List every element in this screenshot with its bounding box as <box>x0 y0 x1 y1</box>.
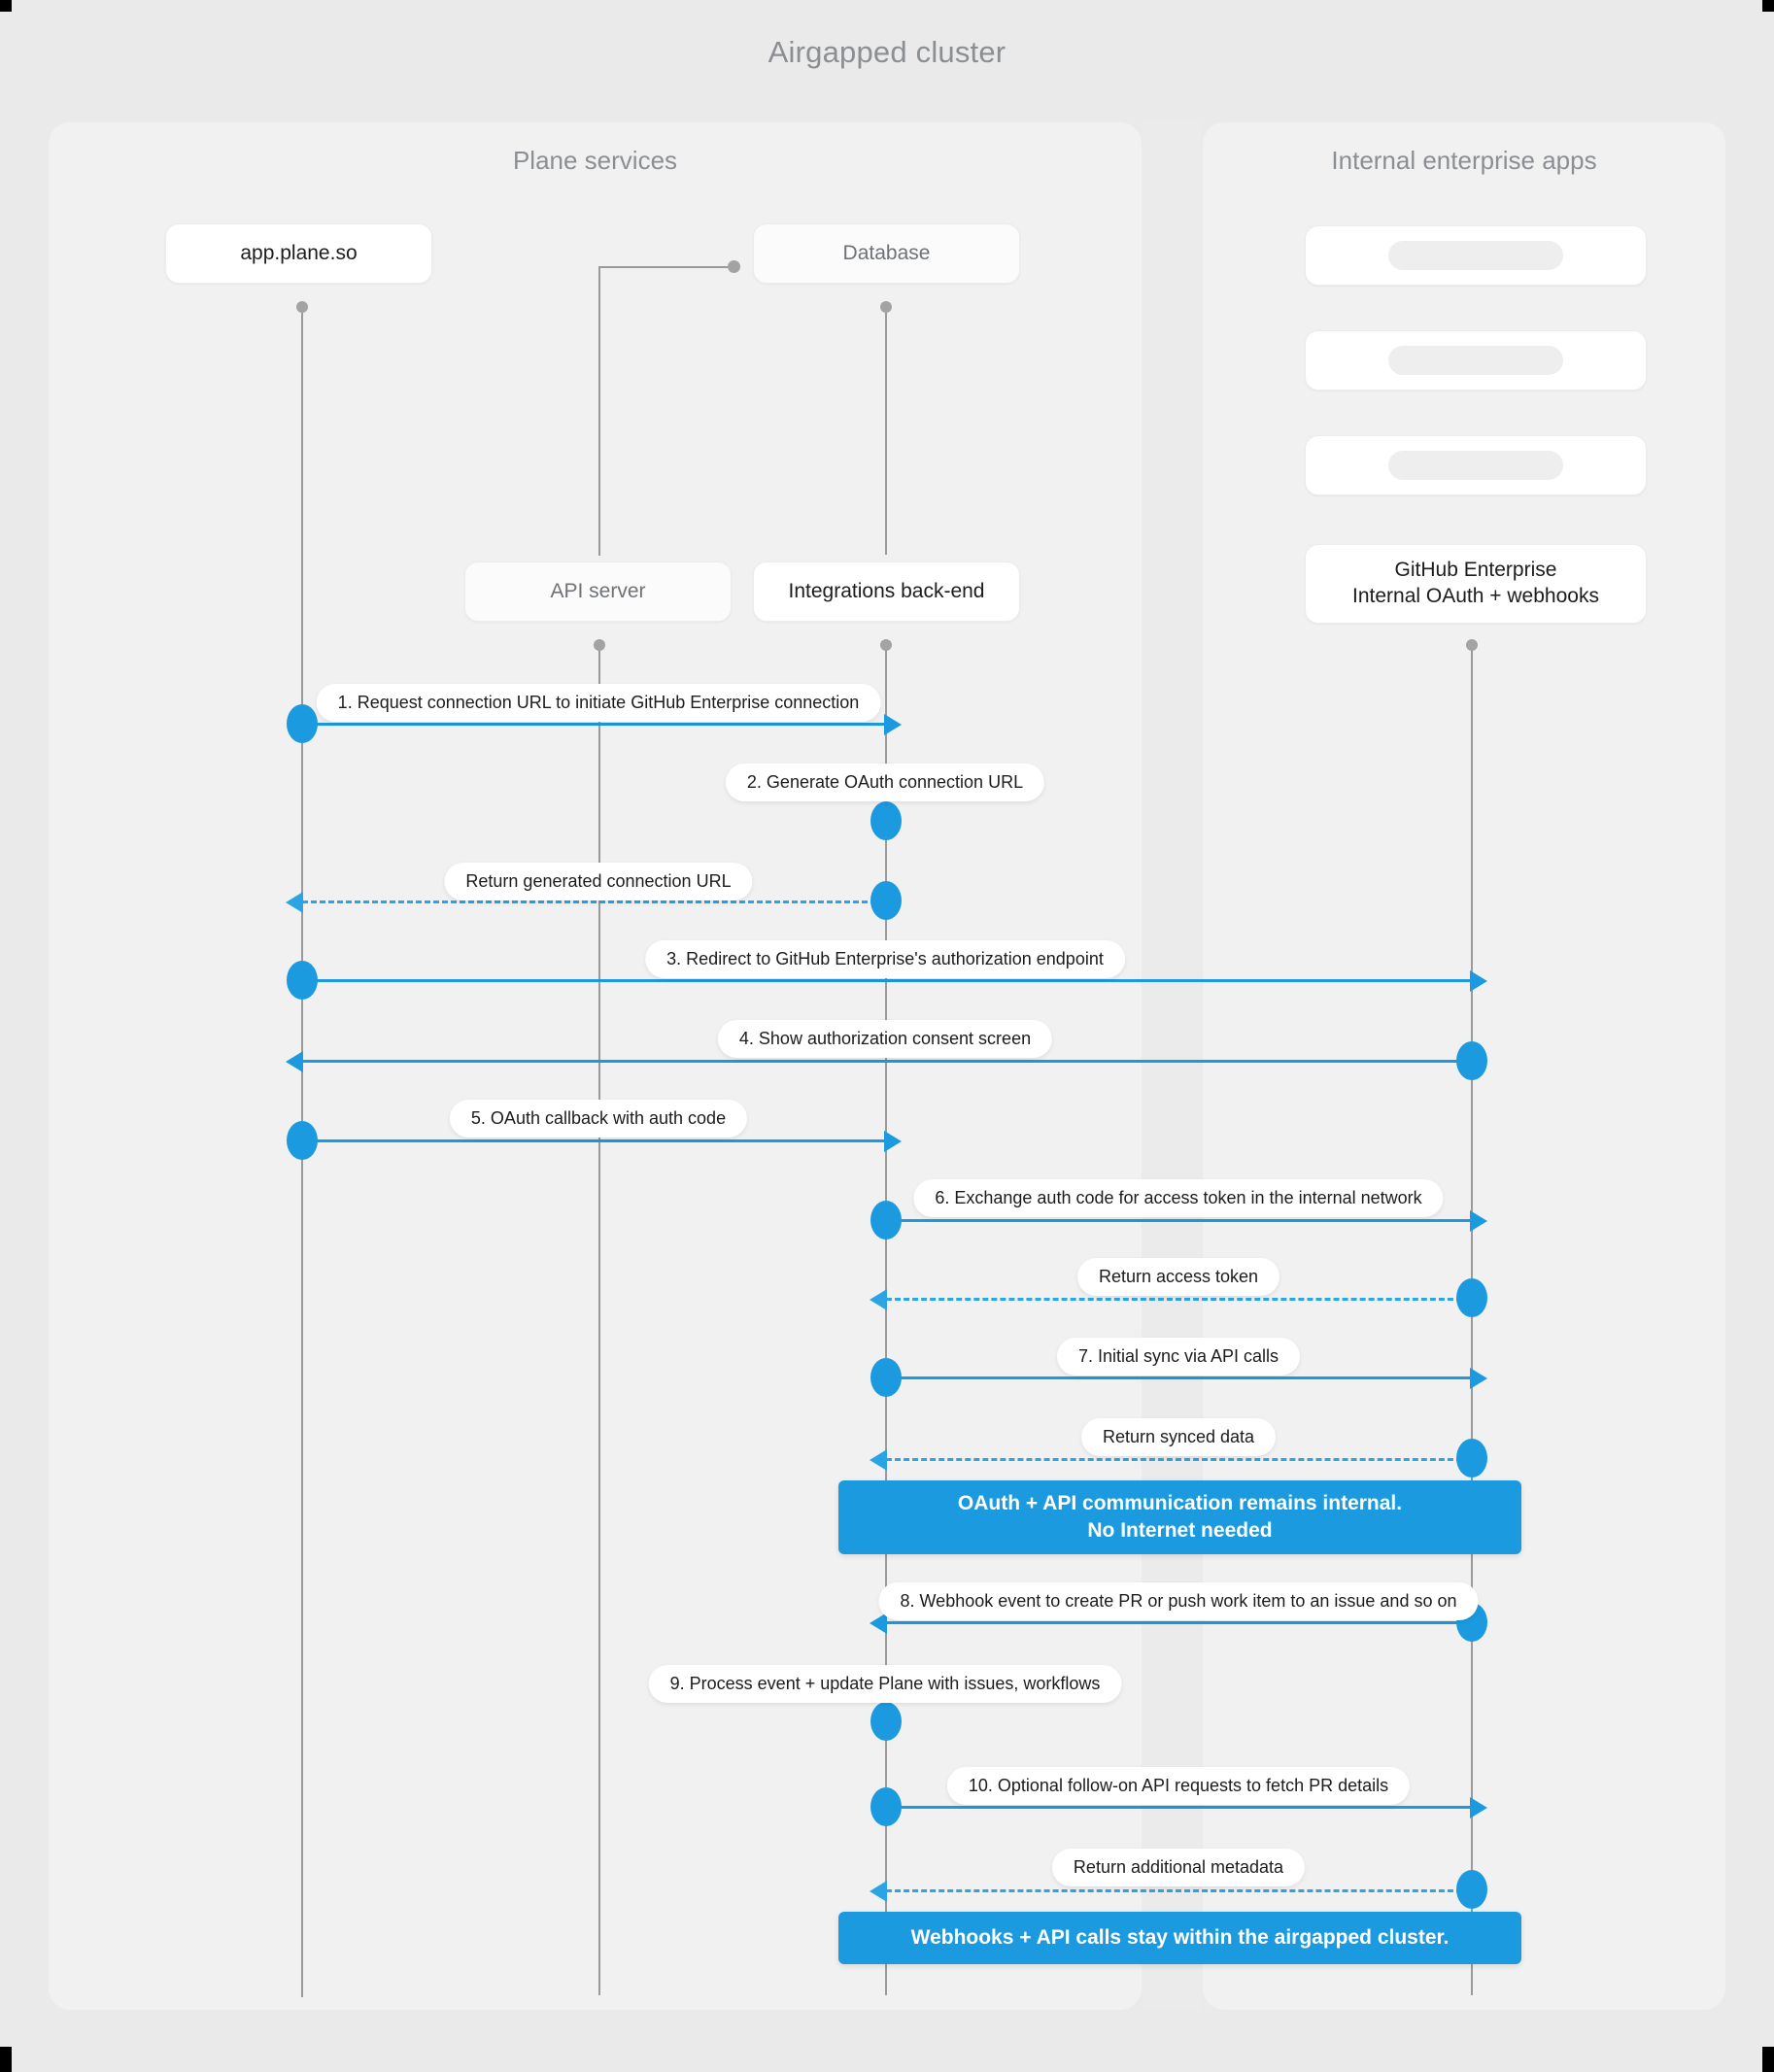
message-label-1: 1. Request connection URL to initiate Gi… <box>316 684 881 722</box>
participant-placeholder-2[interactable] <box>1305 330 1647 391</box>
event-dot-14 <box>1456 1870 1487 1909</box>
corner-mark-top-left <box>0 0 12 12</box>
message-arrow-4 <box>301 970 1487 992</box>
event-dot-2 <box>870 801 902 840</box>
panel-gap-band <box>1143 122 1201 2010</box>
message-arrow-13 <box>885 1797 1487 1818</box>
message-arrow-7 <box>885 1210 1487 1232</box>
message-label-14: Return additional metadata <box>1051 1849 1306 1886</box>
connector-endpoint-dot <box>728 260 740 273</box>
message-label-11: 8. Webhook event to create PR or push wo… <box>878 1582 1479 1620</box>
panel-plane-services <box>49 122 1142 2010</box>
message-arrow-8 <box>870 1289 1471 1310</box>
message-arrow-14 <box>870 1881 1471 1902</box>
message-label-7: 6. Exchange auth code for access token i… <box>913 1179 1444 1217</box>
arrowhead-left-icon <box>286 892 303 913</box>
event-dot-9 <box>870 1358 902 1397</box>
lifeline-dot-icon <box>880 301 892 313</box>
lifeline-dot-icon <box>1466 639 1478 651</box>
event-dot-8 <box>1456 1278 1487 1317</box>
message-arrow-1 <box>301 714 902 735</box>
arrowhead-left-icon <box>870 1289 887 1310</box>
github-enterprise-line-1: GitHub Enterprise <box>1394 559 1557 582</box>
event-dot-3 <box>870 881 902 920</box>
message-label-12: 9. Process event + update Plane with iss… <box>648 1665 1122 1703</box>
message-label-13: 10. Optional follow-on API requests to f… <box>946 1767 1411 1805</box>
arrowhead-left-icon <box>870 1881 887 1902</box>
participant-placeholder-3[interactable] <box>1305 435 1647 495</box>
participant-app-plane-so[interactable]: app.plane.so <box>165 223 432 284</box>
note1-line-1: OAuth + API communication remains intern… <box>957 1491 1403 1514</box>
panel-title-plane-services: Plane services <box>512 146 678 175</box>
arrowhead-right-icon <box>884 1131 902 1152</box>
participant-github-enterprise[interactable]: GitHub Enterprise Internal OAuth + webho… <box>1305 544 1647 624</box>
arrowhead-right-icon <box>1470 970 1487 992</box>
connector-api-to-database-horizontal <box>598 266 734 268</box>
message-label-9: 7. Initial sync via API calls <box>1056 1338 1301 1376</box>
lifeline-database <box>880 301 892 555</box>
lifeline-api-server <box>594 639 605 1995</box>
diagram-title: Airgapped cluster <box>768 35 1006 69</box>
event-dot-13 <box>870 1787 902 1826</box>
arrowhead-left-icon <box>286 1051 303 1072</box>
event-dot-5 <box>1456 1041 1487 1080</box>
message-label-8: Return access token <box>1076 1258 1280 1296</box>
message-arrow-11 <box>870 1613 1471 1634</box>
arrowhead-left-icon <box>870 1449 887 1471</box>
arrowhead-right-icon <box>1470 1210 1487 1232</box>
skeleton-bar-icon <box>1388 346 1563 375</box>
participant-api-server[interactable]: API server <box>464 561 732 622</box>
lifeline-dot-icon <box>594 639 605 651</box>
event-dot-1 <box>287 704 318 743</box>
participant-integrations-backend[interactable]: Integrations back-end <box>753 561 1020 622</box>
message-label-5: 4. Show authorization consent screen <box>717 1020 1053 1058</box>
event-dot-6 <box>287 1121 318 1160</box>
lifeline-integrations-backend <box>880 639 892 1995</box>
corner-mark-top-right <box>1762 0 1774 12</box>
connector-api-to-database-vertical <box>598 266 600 556</box>
event-dot-4 <box>287 961 318 1000</box>
lifeline-dot-icon <box>296 301 308 313</box>
message-arrow-3 <box>286 892 885 913</box>
message-arrow-9 <box>885 1368 1487 1389</box>
note1-line-2: No Internet needed <box>1087 1519 1273 1542</box>
skeleton-bar-icon <box>1388 241 1563 270</box>
arrowhead-right-icon <box>1470 1368 1487 1389</box>
corner-mark-bottom-right <box>1762 2047 1774 2072</box>
panel-title-internal-enterprise-apps: Internal enterprise apps <box>1331 146 1597 175</box>
message-label-6: 5. OAuth callback with auth code <box>449 1100 748 1138</box>
message-arrow-5 <box>286 1051 1471 1072</box>
corner-mark-bottom-left <box>0 2047 12 2072</box>
arrowhead-right-icon <box>1470 1797 1487 1818</box>
lifeline-dot-icon <box>880 639 892 651</box>
message-arrow-6 <box>301 1131 902 1152</box>
message-label-3: Return generated connection URL <box>444 863 753 900</box>
note-banner-webhooks-internal: Webhooks + API calls stay within the air… <box>838 1912 1521 1964</box>
participant-database[interactable]: Database <box>753 223 1020 284</box>
message-label-10: Return synced data <box>1080 1418 1277 1456</box>
message-arrow-10 <box>870 1449 1471 1471</box>
message-label-4: 3. Redirect to GitHub Enterprise's autho… <box>645 940 1125 978</box>
lifeline-github-enterprise <box>1466 639 1478 1995</box>
note-banner-oauth-internal: OAuth + API communication remains intern… <box>838 1480 1521 1554</box>
arrowhead-right-icon <box>884 714 902 735</box>
github-enterprise-line-2: Internal OAuth + webhooks <box>1352 585 1599 607</box>
participant-placeholder-1[interactable] <box>1305 225 1647 286</box>
event-dot-10 <box>1456 1439 1487 1478</box>
event-dot-7 <box>870 1201 902 1240</box>
arrowhead-left-icon <box>870 1613 887 1634</box>
skeleton-bar-icon <box>1388 451 1563 480</box>
note2-line-1: Webhooks + API calls stay within the air… <box>910 1925 1450 1949</box>
message-label-2: 2. Generate OAuth connection URL <box>725 764 1045 801</box>
event-dot-12 <box>870 1702 902 1741</box>
